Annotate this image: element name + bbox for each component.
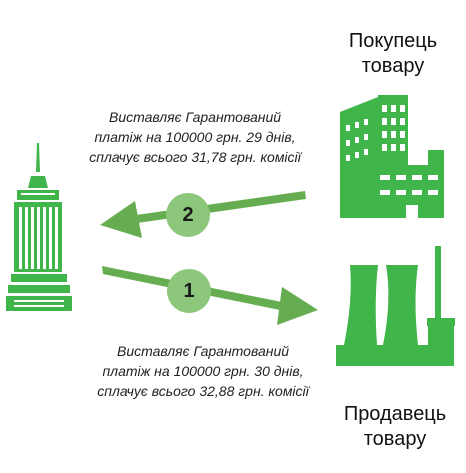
step-1-line2: платіж на 100000 грн. 30 днів, — [102, 363, 304, 379]
step-2-line1: Виставляє Гарантований — [108, 109, 282, 125]
step-2-number: 2 — [182, 204, 194, 226]
buyer-label-line2: товару — [361, 55, 425, 77]
step-1-description: Виставляє Гарантований платіж на 100000 … — [78, 341, 328, 401]
buyer-label: Покупець товару — [333, 29, 453, 79]
step-2-line2: платіж на 100000 грн. 29 днів, — [94, 129, 296, 145]
step-1-line3: сплачує всього 32,88 грн. комісії — [97, 383, 309, 399]
skyscraper-icon — [6, 143, 72, 311]
buyer-label-line1: Покупець — [348, 30, 438, 52]
seller-label-line1: Продавець — [343, 403, 447, 425]
seller-label-line2: товару — [363, 428, 427, 450]
seller-label: Продавець товару — [333, 402, 457, 452]
step-2-line3: сплачує всього 31,78 грн. комісії — [89, 149, 301, 165]
step-1-badge — [167, 269, 211, 313]
step-1-number: 1 — [183, 280, 195, 302]
step-2-description: Виставляє Гарантований платіж на 100000 … — [70, 107, 320, 167]
step-1-line1: Виставляє Гарантований — [116, 343, 290, 359]
factory-icon — [336, 246, 455, 366]
office-building-icon — [340, 95, 444, 218]
step-2-badge — [166, 193, 210, 237]
